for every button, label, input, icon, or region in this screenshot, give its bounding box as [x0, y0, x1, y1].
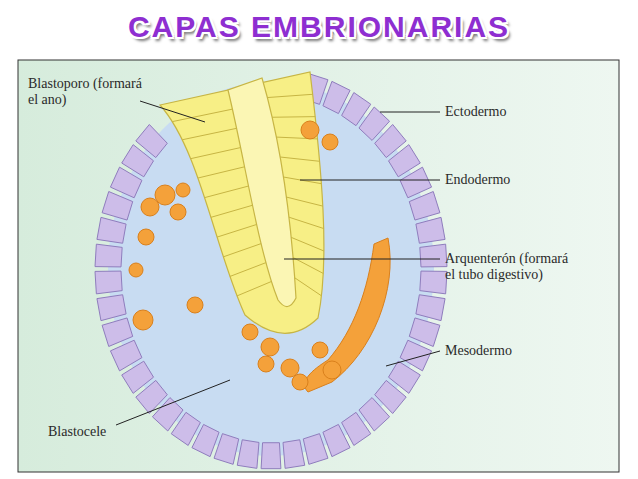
ectoderm-cell — [97, 217, 126, 243]
mesoderm-cell — [258, 356, 274, 372]
ectoderm-cells — [95, 74, 447, 469]
mesoderm-cell — [133, 310, 153, 330]
mesoderm-cell — [261, 338, 279, 356]
ectoderm-cell — [102, 192, 133, 221]
endoderm-cell-wall — [295, 278, 322, 296]
endoderm — [160, 72, 324, 333]
endoderm-cell-wall — [291, 237, 324, 251]
mesoderm-cell — [176, 183, 190, 197]
ectoderm-cell — [416, 295, 445, 321]
endoderm-cell-wall — [293, 258, 323, 274]
ectoderm-cell — [409, 318, 440, 347]
endoderm-cell-wall — [237, 281, 271, 295]
endoderm-cell-wall — [191, 148, 241, 159]
mesoderm-cell — [242, 324, 258, 340]
mesoderm-cell — [312, 342, 328, 358]
leader-lines — [116, 101, 440, 425]
ectoderm-cell — [97, 295, 126, 321]
endoderm-cell-wall — [172, 109, 232, 121]
mesoderm-cell — [301, 121, 319, 139]
ectoderm-cell — [420, 271, 447, 294]
ectoderm-cell — [416, 217, 445, 243]
ectoderm-cell — [136, 124, 167, 157]
mesoderm-cell — [322, 134, 338, 150]
ectoderm-cell — [323, 424, 350, 456]
endoderm-cell-wall — [198, 167, 245, 178]
mesoderm-cell — [170, 204, 186, 220]
mesoderm-cell — [323, 361, 341, 379]
endoderm-cell-wall — [289, 217, 324, 228]
endoderm-cell-wall — [272, 116, 315, 118]
mesoderm-cell — [281, 359, 299, 377]
mesoderm-cell — [141, 198, 159, 216]
ectoderm-cell — [237, 440, 259, 469]
part-label: Arquenterón (formará el tubo digestivo) — [445, 251, 570, 283]
endoderm-cell-wall — [205, 186, 249, 198]
endoderm-cell-wall — [230, 263, 266, 277]
endoderm-cell-wall — [223, 244, 261, 257]
panel — [18, 60, 619, 472]
ectoderm-cell — [102, 318, 133, 347]
endoderm-cell-wall — [217, 224, 257, 237]
ectoderm-cell — [409, 192, 440, 221]
ectoderm-cell — [420, 244, 447, 267]
ectoderm-cell — [303, 434, 328, 465]
ectoderm-cell — [214, 434, 239, 465]
part-label: Blastocele — [48, 424, 198, 440]
endoderm-cell-wall — [267, 94, 312, 97]
ectoderm-cell — [400, 167, 431, 198]
ectoderm-cell — [95, 271, 122, 294]
ectoderm-cell — [283, 440, 305, 469]
ectoderm-cell — [110, 340, 141, 371]
endoderm-cell-wall — [280, 157, 319, 161]
mesoderm-cell — [292, 374, 308, 390]
title: CAPAS EMBRIONARIAS — [0, 2, 638, 52]
part-label: Blastoporo (formará el ano) — [28, 76, 148, 108]
mesoderm-cell — [187, 297, 203, 313]
mesoderm-cell — [129, 263, 143, 277]
endoderm-cell-wall — [211, 205, 253, 217]
endoderm-cell-wall — [286, 197, 322, 206]
ectoderm-cell — [95, 244, 122, 267]
part-label: Ectodermo — [445, 104, 595, 120]
ectoderm-cell — [261, 443, 281, 469]
mesoderm-cell — [138, 229, 154, 245]
part-label: Endodermo — [445, 172, 595, 188]
part-label: Mesodermo — [445, 343, 595, 359]
mesoderm — [129, 121, 390, 392]
endoderm-cell-wall — [182, 128, 236, 139]
